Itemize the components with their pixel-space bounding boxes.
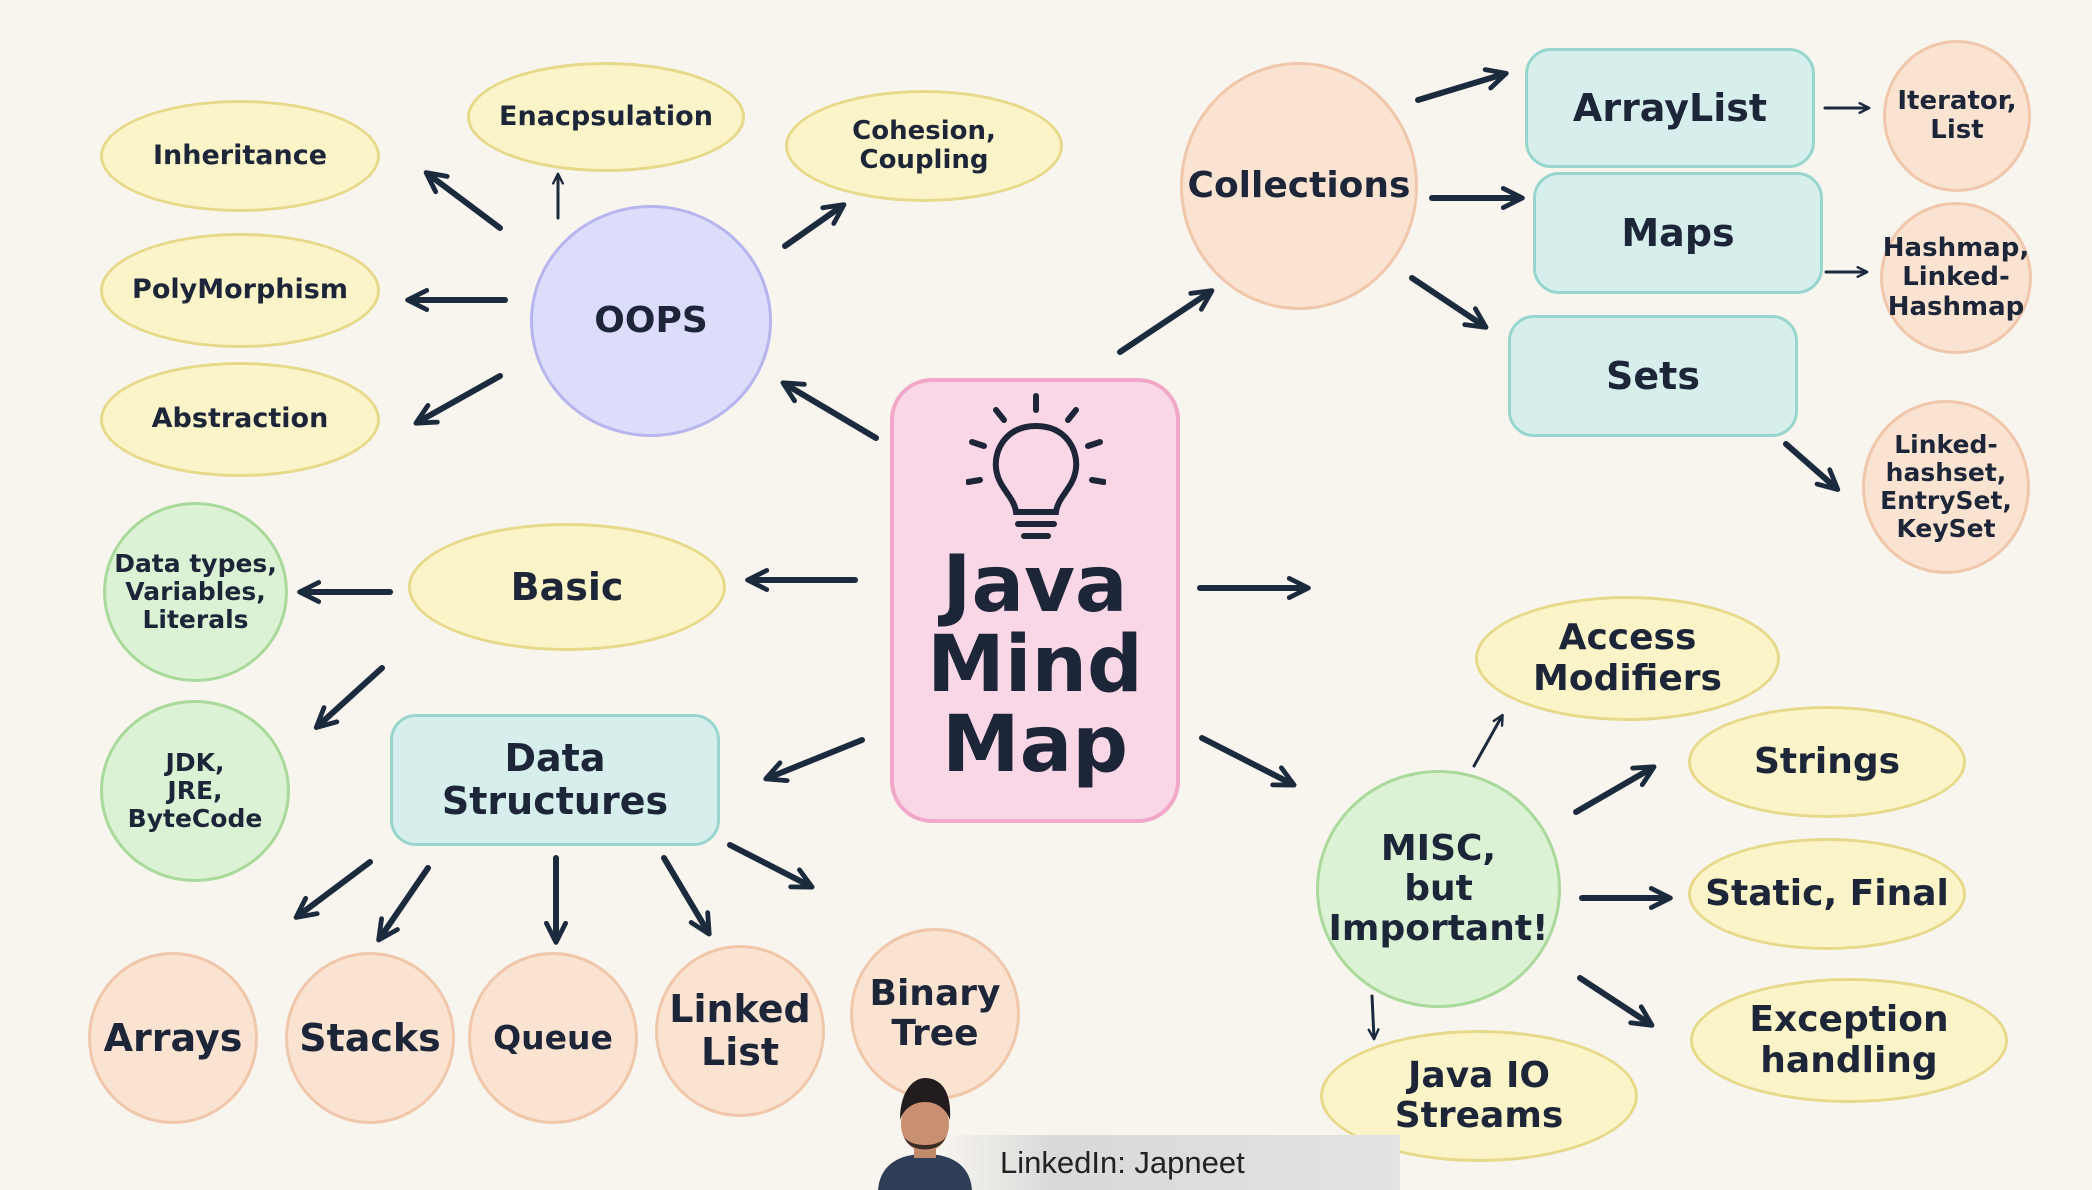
arraylist-node: ArrayList: [1525, 48, 1815, 168]
arrow-center-oops: [780, 380, 879, 441]
queue-node: Queue: [468, 952, 638, 1124]
arrow-ds-stacks: [376, 865, 431, 943]
arrow-collections-sets: [1409, 275, 1489, 330]
sets-node: Sets: [1508, 315, 1798, 437]
linkedin-label: LinkedIn: Japneet: [1000, 1145, 1245, 1180]
arrow-center-misc: [1199, 735, 1297, 788]
data-structures-node: Data Structures: [390, 714, 720, 846]
linkedhashset-node: Linked- hashset, EntrySet, KeySet: [1862, 400, 2030, 574]
arrays-node: Arrays: [88, 952, 258, 1124]
binary-tree-node: Binary Tree: [850, 928, 1020, 1100]
arrow-oops-cohesion: [782, 202, 847, 249]
inheritance-node: Inheritance: [100, 100, 380, 212]
static-final-node: Static, Final: [1688, 838, 1966, 950]
arrow-ds-linkedlist: [661, 855, 712, 937]
maps-node: Maps: [1533, 172, 1823, 294]
center-title: Java Mind Map: [927, 539, 1143, 791]
arrow-misc-access: [1472, 713, 1504, 768]
center-node: [890, 378, 1180, 823]
polymorphism-node: PolyMorphism: [100, 233, 380, 348]
data-types-node: Data types, Variables, Literals: [103, 502, 288, 682]
arrow-collections-arraylist: [1415, 67, 1509, 103]
arrow-basic-jdk: [313, 665, 385, 731]
oops-node: OOPS: [530, 205, 772, 437]
access-modifiers-node: Access Modifiers: [1475, 596, 1780, 721]
linkedin-banner: LinkedIn: Japneet: [940, 1135, 1400, 1190]
collections-node: Collections: [1180, 62, 1418, 310]
arrow-center-collections: [1117, 288, 1215, 355]
lightbulb-icon: [966, 393, 1106, 539]
arrow-oops-abstraction: [413, 373, 503, 426]
presenter-avatar: [878, 1078, 972, 1190]
stacks-node: Stacks: [285, 952, 455, 1124]
iterator-list-node: Iterator, List: [1883, 40, 2031, 192]
arrow-misc-javaio: [1367, 994, 1380, 1041]
hashmap-node: Hashmap, Linked- Hashmap: [1880, 202, 2032, 354]
arrow-oops-inheritance: [423, 170, 503, 231]
jdk-jre-node: JDK, JRE, ByteCode: [100, 700, 290, 882]
arrow-ds-binarytree: [727, 842, 815, 890]
arrow-misc-strings: [1573, 764, 1657, 815]
enacpsulation-node: Enacpsulation: [467, 62, 745, 172]
exception-handling-node: Exception handling: [1690, 978, 2008, 1103]
abstraction-node: Abstraction: [100, 362, 380, 477]
arrow-ds-arrays: [293, 859, 373, 920]
linked-list-node: Linked List: [655, 945, 825, 1117]
cohesion-coupling-node: Cohesion, Coupling: [785, 90, 1063, 202]
arrow-misc-exception: [1577, 975, 1655, 1028]
strings-node: Strings: [1688, 706, 1966, 818]
arrow-center-datastructures: [763, 737, 865, 784]
basic-node: Basic: [408, 523, 726, 651]
arrow-sets-linkedhashset: [1783, 441, 1841, 492]
misc-node: MISC, but Important!: [1316, 770, 1561, 1008]
